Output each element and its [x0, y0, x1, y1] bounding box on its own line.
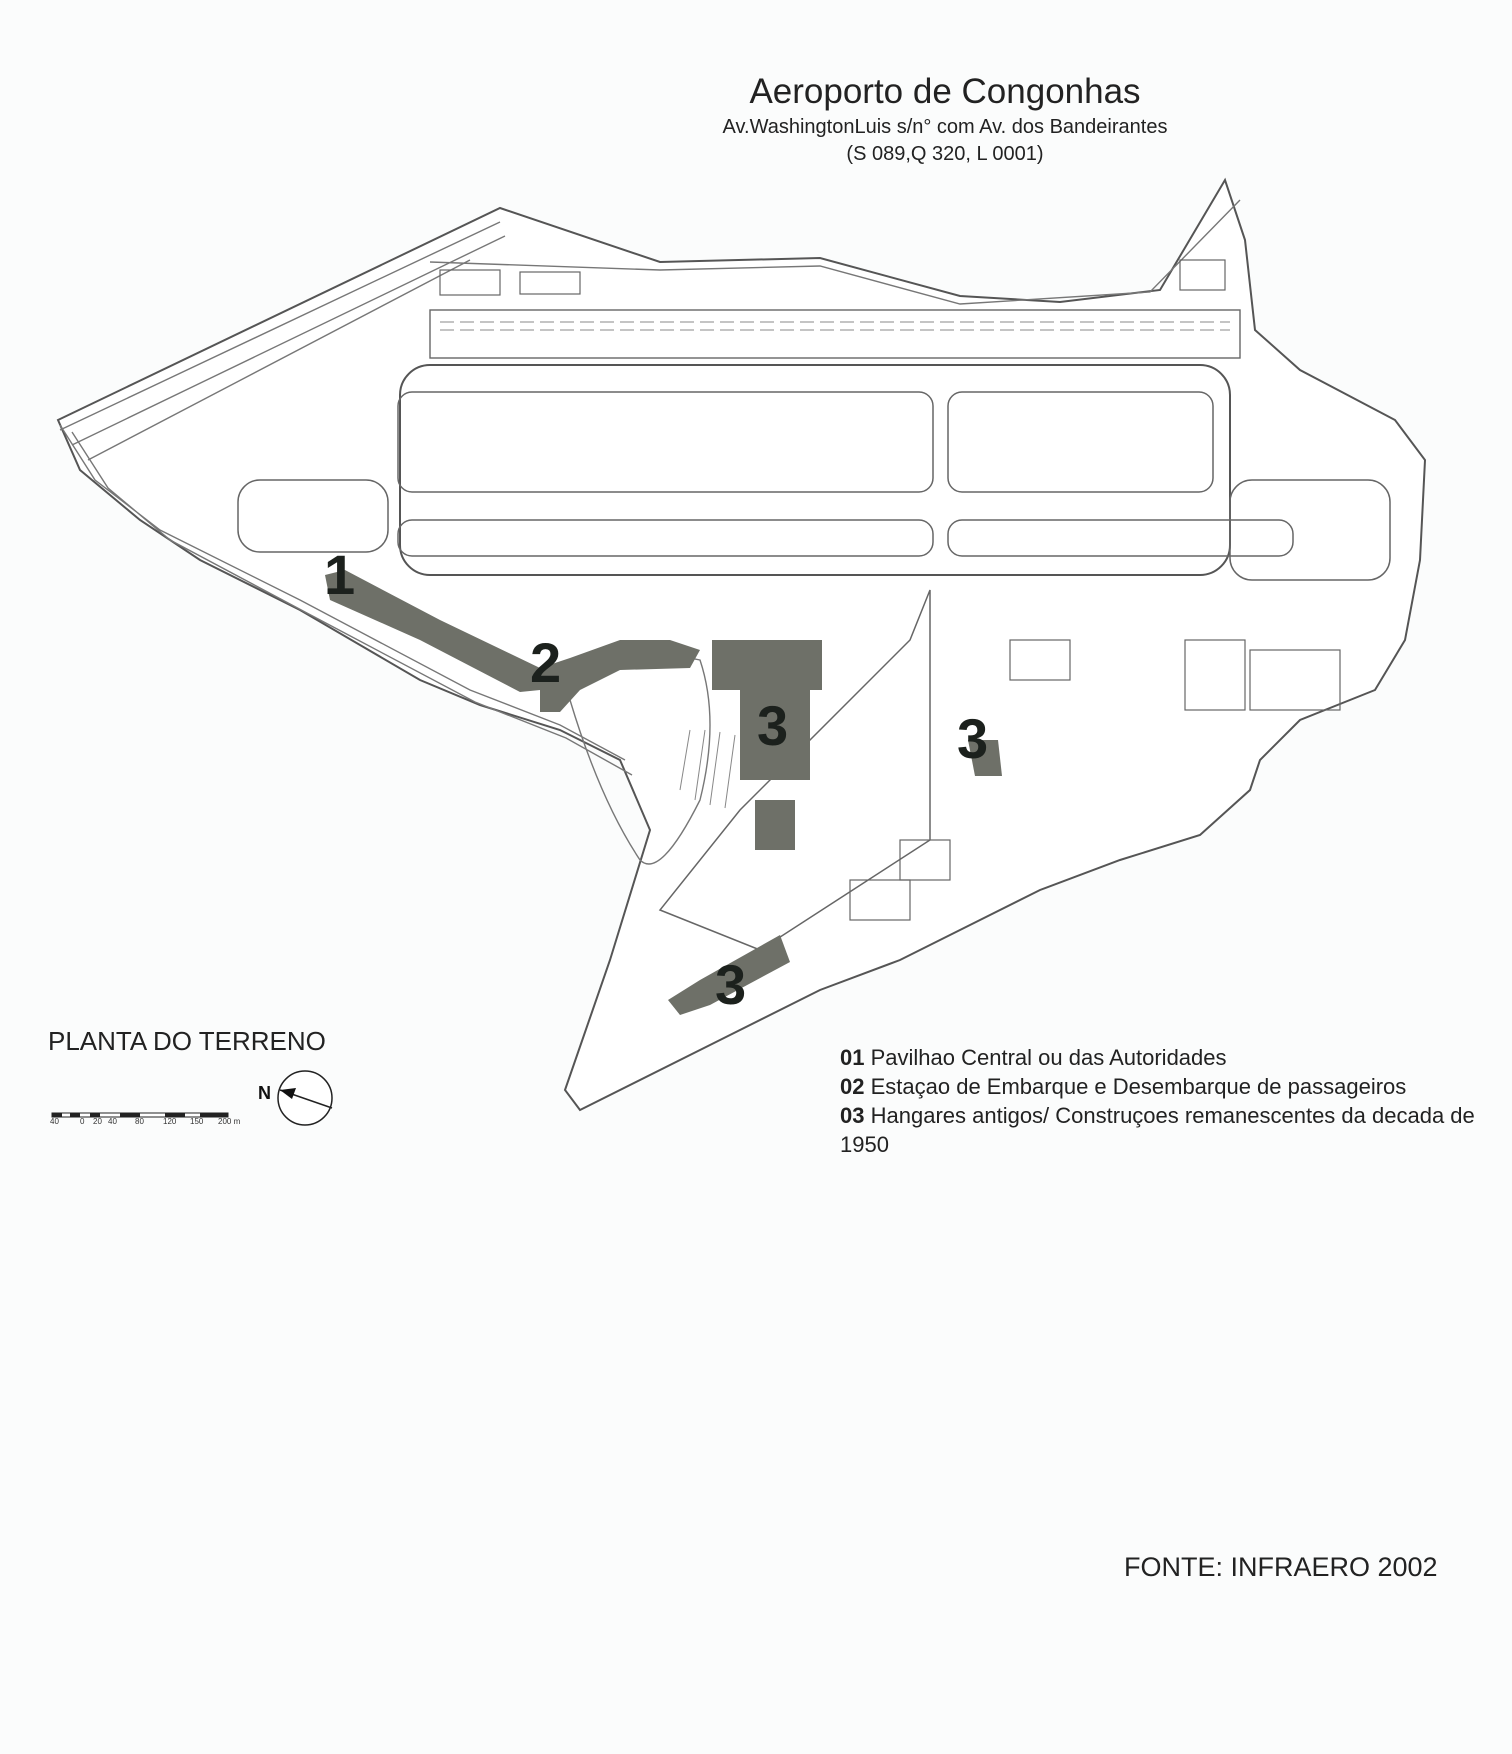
highlight-hangar-3d	[968, 740, 1002, 776]
taxiway-dashes	[440, 321, 1230, 331]
scale-tick: 40	[108, 1117, 117, 1126]
map-title: Aeroporto de Congonhas	[749, 72, 1141, 111]
highlight-pavilhao-central	[325, 570, 540, 692]
legend-code: 01	[840, 1045, 865, 1070]
map-subtitle: Av.WashingtonLuis s/n° com Av. dos Bande…	[0, 114, 1512, 168]
legend-text: Estaçao de Embarque e Desembarque de pas…	[870, 1074, 1407, 1099]
highlight-hangar-3a	[712, 640, 822, 690]
north-arrow-compass	[277, 1070, 333, 1126]
legend-code: 03	[840, 1103, 865, 1128]
map-legend: 01 Pavilhao Central ou das Autoridades 0…	[840, 1043, 1500, 1159]
avenida-washington-luis	[59, 424, 633, 776]
scale-tick: 150	[190, 1117, 204, 1126]
source-credit: FONTE: INFRAERO 2002	[1124, 1552, 1438, 1582]
highlight-hangar-3c	[755, 800, 795, 850]
building-south-2	[899, 839, 951, 881]
building-north-1	[439, 269, 501, 296]
legend-text: Hangares antigos/ Construçoes remanescen…	[840, 1103, 1475, 1157]
scale-tick-labels: 40 0 20 40 80 120 150 200 m	[50, 1117, 240, 1127]
plant-label: PLANTA DO TERRENO	[48, 1026, 326, 1056]
highlight-hangar-3e	[668, 935, 790, 1015]
scale-tick: 0	[80, 1117, 85, 1126]
building-north-2	[519, 271, 581, 295]
building-south-1	[849, 879, 911, 921]
avenida-dos-bandeirantes	[59, 221, 506, 461]
highlight-terminal	[540, 640, 700, 712]
legend-text: Pavilhao Central ou das Autoridades	[870, 1045, 1227, 1070]
runway-east-extension	[1229, 479, 1391, 581]
building-east-2	[1249, 649, 1341, 711]
runway-infield-nw	[397, 391, 934, 493]
scale-tick: 80	[135, 1117, 144, 1126]
address-line: Av.WashingtonLuis s/n° com Av. dos Bande…	[722, 116, 1168, 138]
legend-item: 01 Pavilhao Central ou das Autoridades	[840, 1043, 1500, 1072]
parking-rows	[679, 729, 736, 809]
runway-main	[399, 364, 1231, 576]
scale-tick: 200 m	[218, 1117, 241, 1126]
legend-item: 02 Estaçao de Embarque e Desembarque de …	[840, 1072, 1500, 1101]
taxiway-north	[429, 309, 1241, 359]
building-east-1	[1184, 639, 1246, 711]
scale-tick: 20	[93, 1117, 102, 1126]
marker-3a: 3	[757, 694, 788, 757]
marker-2: 2	[530, 631, 561, 694]
marker-3b: 3	[957, 707, 988, 770]
legend-item: 03 Hangares antigos/ Construçoes remanes…	[840, 1101, 1500, 1159]
building-north-3	[1179, 259, 1226, 291]
building-east-3	[1009, 639, 1071, 681]
highlight-hangar-3b	[740, 690, 810, 780]
scale-bar	[51, 1112, 229, 1118]
runway-infield-se	[947, 519, 1294, 557]
runway-infield-ne	[947, 391, 1214, 493]
highlight-buildings	[325, 570, 1002, 1015]
north-road	[429, 199, 1241, 305]
scale-tick: 120	[163, 1117, 177, 1126]
marker-1: 1	[324, 543, 355, 606]
scale-tick: 40	[50, 1117, 59, 1126]
runway-west-extension	[237, 479, 389, 553]
runway-infield-sw	[397, 519, 934, 557]
north-label: N	[258, 1083, 271, 1103]
legend-code: 02	[840, 1074, 865, 1099]
lot-line: (S 089,Q 320, L 0001)	[846, 143, 1044, 165]
marker-3c: 3	[715, 953, 746, 1016]
